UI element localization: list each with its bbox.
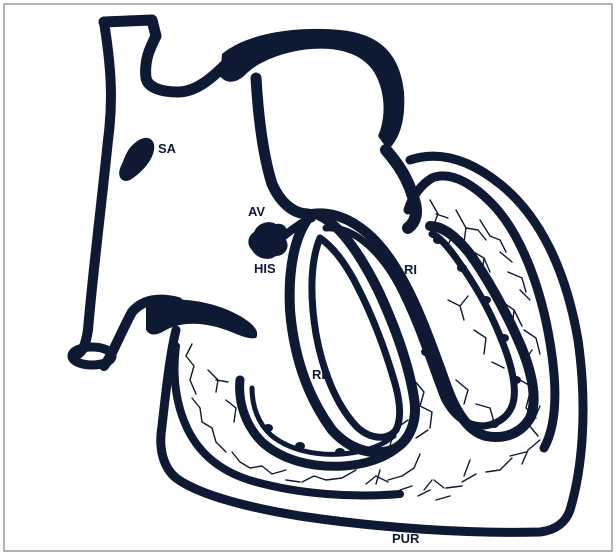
left-bundle-branch-outer [312, 213, 534, 437]
aortic-arch-mass [220, 29, 404, 150]
label-ri: RI [404, 262, 417, 277]
av-node [248, 222, 287, 259]
right-atrium-left-wall [78, 22, 111, 354]
sa-node [119, 138, 154, 181]
label-rd: RD [312, 367, 331, 382]
label-pur: PUR [392, 531, 420, 546]
label-his: HIS [254, 261, 276, 276]
valve-flap [146, 299, 257, 338]
label-av: AV [248, 204, 265, 219]
right-ventricle-inner-wall [175, 346, 401, 496]
label-sa: SA [158, 141, 177, 156]
interatrial-septum [256, 78, 308, 214]
